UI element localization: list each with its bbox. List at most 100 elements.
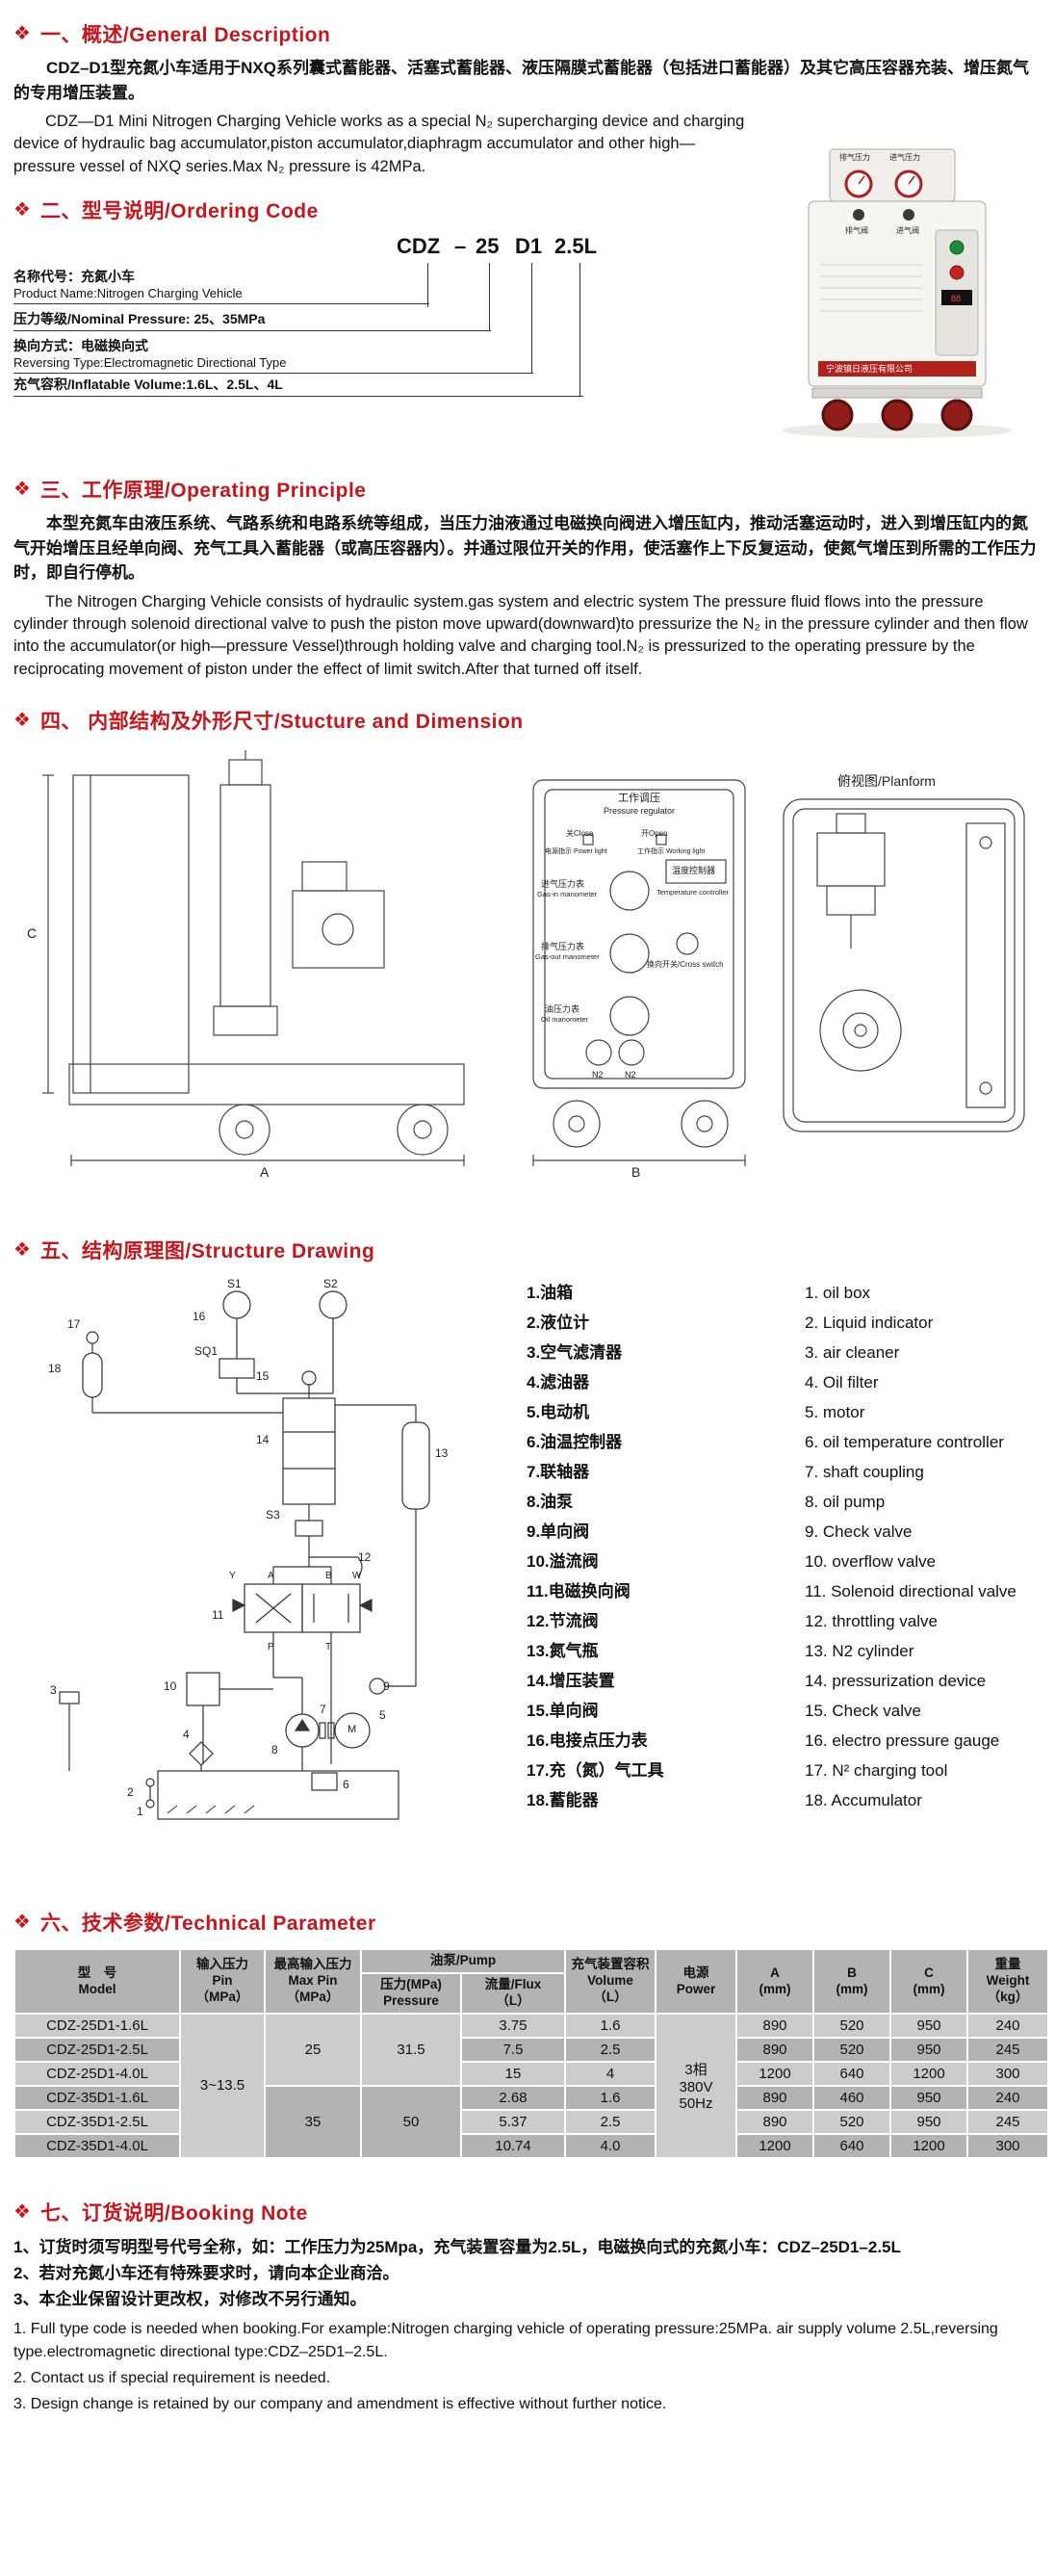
booking-notes-en: 1. Full type code is needed when booking… [13,2318,1042,2416]
cell-volume: 2.5 [566,2110,656,2133]
cell-c: 950 [891,2086,967,2109]
label-n2-right: N2 [625,1070,636,1080]
parts-list-item-en: 16. electro pressure gauge [805,1731,1000,1751]
drawing-label: 2 [127,1785,134,1800]
drawing-label: 15 [256,1369,270,1384]
dimension-b: B [631,1164,641,1181]
top-content-row: CDZ—D1 Mini Nitrogen Charging Vehicle wo… [13,105,1042,448]
section-diamond-icon: ❖ [13,23,31,44]
booking-notes-zh: 1、订货时须写明型号代号全称，如：工作压力为25Mpa，充气装置容量为2.5L，… [13,2234,1042,2313]
parts-list-item-zh: 4.滤油器 [527,1373,590,1392]
code-row-pressure: 压力等级/Nominal Pressure: 25、35MPa [13,311,491,331]
parts-list-item-zh: 11.电磁换向阀 [527,1582,630,1601]
parts-list-item-en: 3. air cleaner [805,1343,900,1363]
drawing-label: S1 [227,1277,242,1291]
parts-list-item-en: 2. Liquid indicator [805,1314,934,1333]
parts-list-item-en: 18. Accumulator [805,1791,922,1810]
parts-list-item-zh: 9.单向阀 [527,1522,590,1542]
parts-list-item-zh: 6.油温控制器 [527,1433,623,1452]
drawing-label: 1 [137,1805,143,1819]
drawing-label: Y [229,1571,236,1582]
section-title-technical-parameter: 六、技术参数/Technical Parameter [39,1912,376,1936]
label-pressure-regulator-en: Pressure regulator [603,806,676,817]
drawing-label: 6 [343,1778,349,1792]
section-header-operating-principle: ❖ 三、工作原理/Operating Principle [13,475,1042,504]
parts-list-item-en: 9. Check valve [805,1522,913,1542]
general-description-zh: CDZ–D1型充氮小车适用于NXQ系列囊式蓄能器、活塞式蓄能器、液压隔膜式蓄能器… [13,59,1029,102]
cell-pin-range: 3~13.5 [181,2014,264,2157]
parts-list-item-en: 5. motor [805,1403,865,1422]
parts-list-en: 1. oil box 2. Liquid indicator 3. air clea… [762,1278,1042,1844]
parts-list-item-zh: 10.溢流阀 [527,1552,599,1572]
label-n2-left: N2 [592,1070,604,1080]
parts-list-item-zh: 16.电接点压力表 [527,1731,648,1751]
section-title-structure-drawing: 五、结构原理图/Structure Drawing [39,1240,375,1263]
drawing-label: T [325,1642,332,1653]
operating-principle-en: The Nitrogen Charging Vehicle consists o… [13,592,1028,678]
dimension-drawing-svg [42,750,1025,1167]
cell-b: 520 [814,2014,890,2037]
parts-list-item-zh: 2.液位计 [527,1314,590,1333]
drawing-label: 10 [164,1679,177,1694]
cell-a: 890 [737,2086,813,2109]
code-row-pressure-zh: 压力等级/Nominal Pressure: 25、35MPa [13,311,266,327]
label-oil-manometer-en: Oil manometer [541,1015,589,1025]
cell-flux: 2.68 [462,2086,565,2109]
cell-a: 890 [737,2110,813,2133]
machine-display-value: 88 [951,294,962,303]
parts-list-item-zh: 1.油箱 [527,1284,574,1303]
label-temperature-controller-zh: 温度控制器 [672,866,716,876]
cell-b: 640 [814,2134,890,2157]
code-row-volume: 充气容积/Inflatable Volume:1.6L、2.5L、4L [13,377,583,397]
machine-label-gasin-valve: 进气阀 [896,226,919,235]
section-header-structure-dimension: ❖ 四、 内部结构及外形尺寸/Stucture and Dimension [13,706,1042,735]
cell-max-pin-25: 25 [266,2014,360,2085]
cell-b: 640 [814,2062,890,2085]
drawing-label: 18 [48,1362,62,1376]
drawing-label: 9 [383,1679,390,1694]
code-part-type: D1 [515,234,543,259]
parts-list-item-zh: 7.联轴器 [527,1463,590,1482]
cell-volume: 4.0 [566,2134,656,2157]
drawing-label: M [347,1724,357,1736]
cell-model: CDZ-25D1-2.5L [15,2038,179,2061]
drawing-label: 16 [193,1310,206,1324]
ordering-code-diagram: CDZ – 25 D1 2.5L 名称代号：充氮小车 Product Name:… [13,234,757,419]
parts-list-item-zh: 14.增压装置 [527,1672,615,1691]
col-header-c: C(mm) [891,1950,967,2013]
nitrogen-charging-vehicle-image [782,148,1013,438]
parts-list-item-en: 1. oil box [805,1284,871,1303]
drawing-label: 8 [271,1743,278,1757]
cell-b: 460 [814,2086,890,2109]
table-row: CDZ-25D1-4.0L 15 4 1200 640 1200 300 [15,2062,1048,2085]
cell-c: 950 [891,2110,967,2133]
parts-list-item-zh: 8.油泵 [527,1493,574,1512]
code-row-reversing-type-zh: 换向方式：电磁换向式 [13,338,148,354]
drawing-label: SQ1 [194,1344,219,1359]
drawing-label: 13 [435,1446,449,1461]
section-diamond-icon: ❖ [13,199,31,221]
machine-label-gasin-pressure: 进气压力 [889,153,920,162]
drawing-label: S3 [266,1508,280,1522]
label-temperature-controller-en: Temperature controller [656,888,730,898]
cell-model: CDZ-25D1-4.0L [15,2062,179,2085]
col-header-pump-pressure: 压力(MPa)Pressure [362,1974,460,2013]
section-header-technical-parameter: ❖ 六、技术参数/Technical Parameter [13,1908,1042,1937]
label-power-light: 电源指示 Power light [545,848,607,856]
cell-volume: 1.6 [566,2014,656,2037]
drawing-label: S2 [323,1277,338,1291]
code-row-reversing-type-en: Reversing Type:Electromagnetic Direction… [13,354,287,370]
cell-a: 890 [737,2014,813,2037]
cell-volume: 1.6 [566,2086,656,2109]
general-description-en: CDZ—D1 Mini Nitrogen Charging Vehicle wo… [13,113,745,175]
section-diamond-icon: ❖ [13,1912,31,1934]
code-part-name: CDZ [397,234,441,259]
parts-list-item-en: 14. pressurization device [805,1672,987,1691]
cell-pressure-50: 50 [362,2086,460,2157]
